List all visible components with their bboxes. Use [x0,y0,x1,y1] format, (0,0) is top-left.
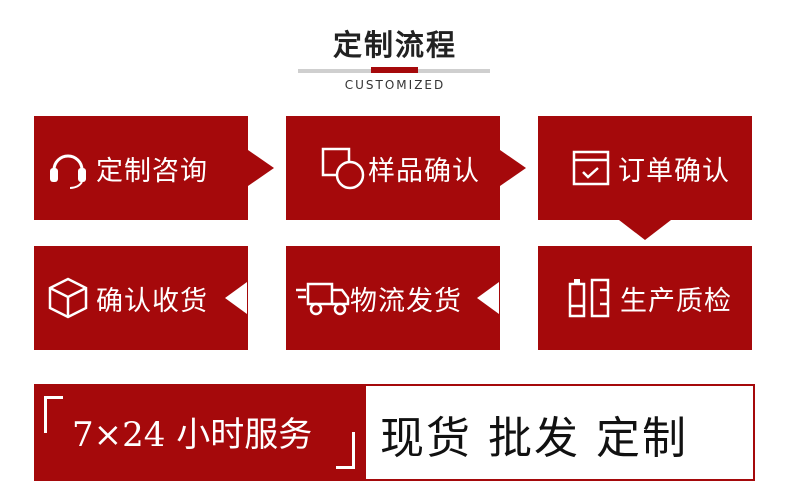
step-card-order: 订单确认 [538,116,752,220]
service-banner: 7×24 小时服务 现货 批发 定制 [34,384,755,481]
box-icon [48,277,88,319]
order-check-icon [572,150,610,186]
step-label-sample: 样品确认 [368,155,480,187]
arrow-down [619,220,671,240]
headset-icon [50,154,86,189]
step-card-shipping: 物流发货 [286,246,500,350]
step-card-production: 生产质检 [538,246,752,350]
step-card-receive: 确认收货 [34,246,248,350]
corner-bracket-top-left [44,396,63,433]
step-label-production: 生产质检 [620,285,732,317]
banner-offerings: 现货 批发 定制 [380,413,688,464]
arrow-right-2 [500,150,526,186]
arrow-left-1 [477,282,499,314]
title-underline-accent [371,67,418,73]
step-label-consult: 定制咨询 [96,155,208,187]
battery-icon [568,278,610,318]
page-title: 定制流程 [332,28,457,62]
step-label-order: 订单确认 [618,155,730,187]
arrow-left-2 [225,282,247,314]
step-label-shipping: 物流发货 [350,285,462,317]
step-card-consult: 定制咨询 [34,116,248,220]
corner-bracket-bottom-right [336,432,355,469]
shapes-icon [321,147,365,190]
banner-red-panel: 7×24 小时服务 [36,386,366,479]
truck-icon [296,282,350,316]
page-subtitle: CUSTOMIZED [344,78,446,92]
banner-service-hours: 7×24 小时服务 [72,415,313,455]
step-label-receive: 确认收货 [96,285,208,317]
arrow-right-1 [248,150,274,186]
step-card-sample: 样品确认 [286,116,500,220]
